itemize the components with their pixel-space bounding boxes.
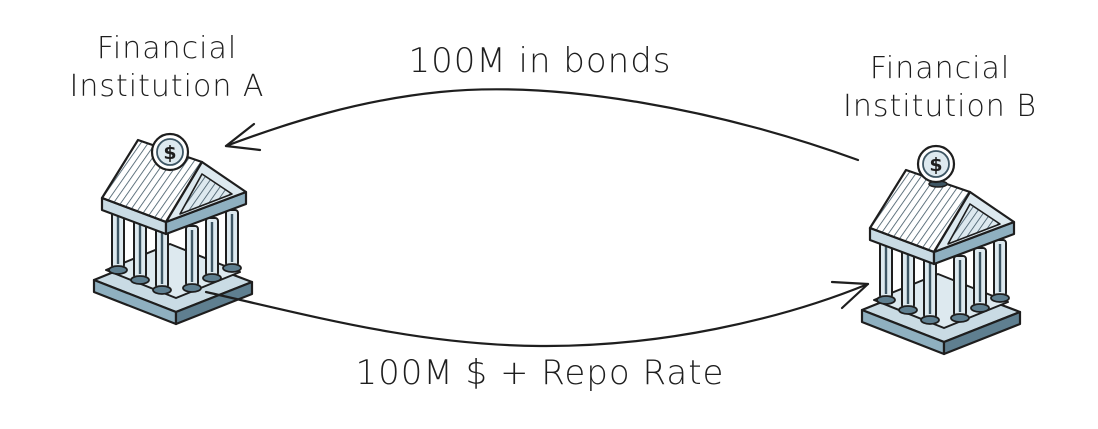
arrow-top xyxy=(224,88,860,162)
coin-a-symbol: $ xyxy=(163,142,176,164)
coin-b-symbol: $ xyxy=(929,154,942,176)
institution-a-label: Financial Institution A xyxy=(22,30,312,105)
bank-b-icon xyxy=(860,168,1022,356)
institution-a-line1: Financial xyxy=(96,31,238,66)
institution-a-line2: Institution A xyxy=(69,68,265,104)
arrow-bottom-head xyxy=(830,280,870,310)
flow-bottom-label: 100M $ + Repo Rate xyxy=(355,353,725,393)
coin-b-icon: $ xyxy=(916,144,956,184)
flow-top-label: 100M in bonds xyxy=(408,41,672,81)
arrow-bottom xyxy=(204,280,870,348)
institution-b-line2: Institution B xyxy=(842,88,1037,124)
coin-a-icon: $ xyxy=(150,132,190,172)
arrow-top-head xyxy=(224,122,262,152)
institution-b-label: Financial Institution B xyxy=(795,50,1085,125)
institution-b-line1: Financial xyxy=(869,51,1011,86)
